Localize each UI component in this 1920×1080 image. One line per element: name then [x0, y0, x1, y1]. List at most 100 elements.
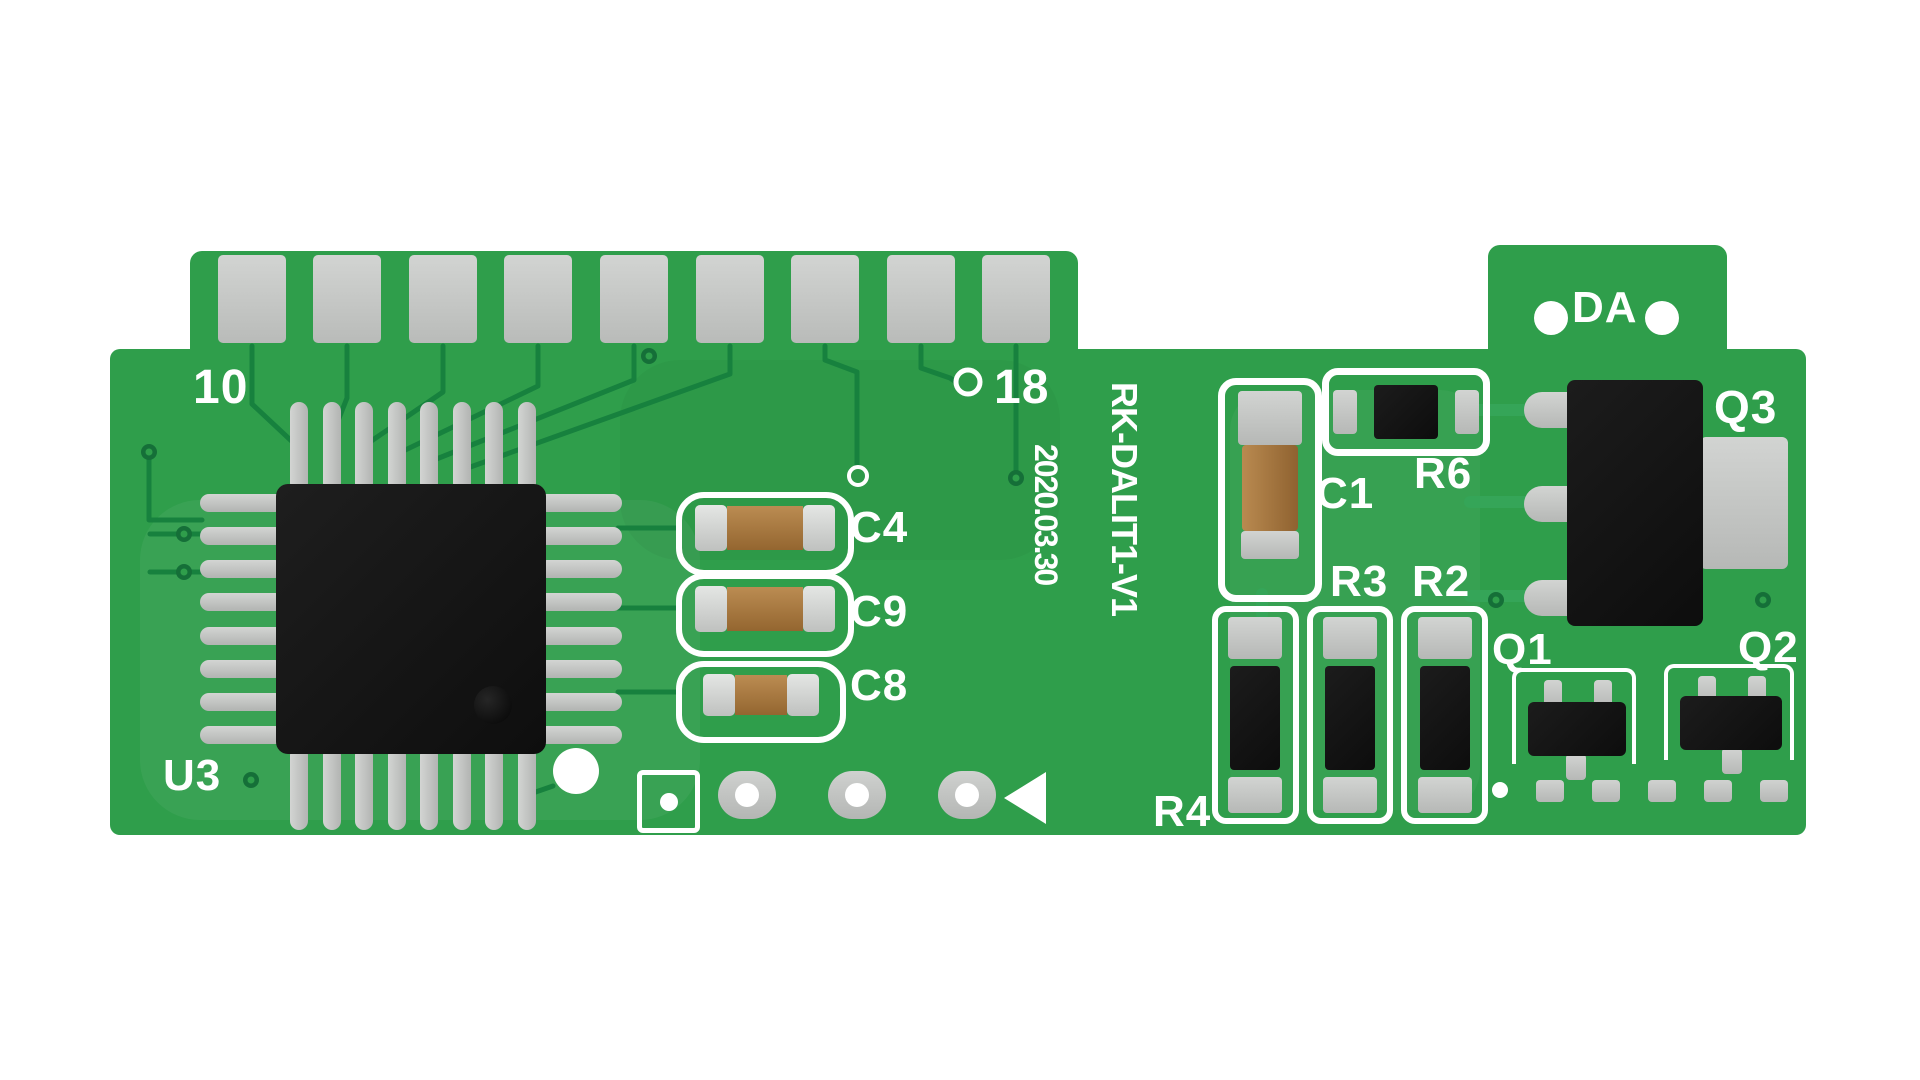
smd-pad	[1648, 780, 1676, 802]
chip-pin	[452, 402, 471, 492]
transistor-tab	[1700, 437, 1788, 569]
capacitor-terminal	[803, 505, 835, 551]
chip-pin	[452, 746, 471, 830]
da-hole	[1534, 301, 1568, 335]
transistor-lead	[1524, 580, 1570, 616]
capacitor-terminal	[1238, 391, 1302, 445]
resistor-terminal	[1333, 390, 1357, 434]
chip-pin	[485, 402, 504, 492]
silkscreen-label-date: 2020.03.30	[1028, 444, 1064, 585]
capacitor-terminal	[787, 674, 819, 716]
chip-pin	[538, 692, 622, 711]
chip-pin	[538, 494, 622, 512]
qfp-pins-top	[290, 402, 536, 492]
connector-pad	[599, 255, 668, 343]
through-hole-pad	[938, 771, 996, 819]
da-tab	[1488, 245, 1727, 361]
resistor-terminal	[1417, 777, 1472, 813]
chip-pin	[517, 402, 536, 492]
resistor-body	[1419, 666, 1470, 770]
pin1-marker	[474, 686, 512, 724]
fiducial-pad	[553, 748, 599, 794]
capacitor-body	[1242, 445, 1298, 531]
qfp-pins-right	[538, 494, 622, 744]
qfp-pins-bottom	[290, 746, 536, 830]
chip-pin	[387, 746, 406, 830]
transistor-q1	[1528, 702, 1626, 756]
resistor-body	[1374, 385, 1438, 439]
smd-pads	[1536, 780, 1788, 802]
chip-pin	[355, 746, 374, 830]
capacitor-c8	[676, 661, 846, 743]
smd-pad	[1760, 780, 1788, 802]
resistor-terminal	[1455, 390, 1479, 434]
smd-pad	[1536, 780, 1564, 802]
transistor-lead	[1566, 754, 1586, 780]
resistor-r6	[1322, 368, 1490, 456]
test-pad-square	[637, 770, 700, 833]
chip-pin	[517, 746, 536, 830]
silkscreen-label-q3: Q3	[1714, 381, 1778, 433]
resistor-body	[1230, 666, 1281, 770]
capacitor-terminal	[803, 586, 835, 632]
resistor-column	[1401, 606, 1489, 824]
capacitor-body	[727, 587, 803, 631]
resistor-terminal	[1323, 777, 1377, 813]
chip-pin	[322, 746, 341, 830]
transistor-q2-silkscreen	[1664, 664, 1794, 760]
chip-pin	[420, 746, 439, 830]
chip-pin	[420, 402, 439, 492]
connector-pad	[217, 255, 286, 343]
chip-pin	[322, 402, 341, 492]
silkscreen-label-r6: R6	[1414, 449, 1473, 498]
chip-pin	[290, 402, 308, 492]
resistor-terminal	[1228, 777, 1283, 813]
drill-hole	[955, 783, 979, 807]
smd-pad	[1704, 780, 1732, 802]
connector-pad	[695, 255, 764, 343]
connector-pad	[408, 255, 477, 343]
silkscreen-label-da: DA	[1572, 283, 1638, 332]
silkscreen-arrow	[1004, 772, 1046, 824]
qfp-chip-u3	[276, 484, 546, 754]
resistor-terminal	[1228, 617, 1283, 659]
resistor-column	[1306, 606, 1394, 824]
connector-pad	[313, 255, 382, 343]
silkscreen-label-r3: R3	[1330, 557, 1389, 606]
transistor-lead	[1524, 392, 1570, 428]
chip-pin	[200, 527, 284, 546]
transistor-lead	[1524, 486, 1570, 522]
capacitor-terminal	[1241, 531, 1299, 559]
connector-pad	[504, 255, 573, 343]
chip-pin	[538, 527, 622, 546]
through-hole-pads	[718, 771, 996, 819]
test-pad-hole	[659, 792, 678, 811]
silkscreen-label-model: RK-DALIT1-V1	[1104, 382, 1145, 617]
chip-pin	[200, 560, 284, 579]
chip-pin	[538, 659, 622, 678]
chip-pin	[538, 626, 622, 645]
chip-pin	[355, 402, 374, 492]
capacitor-terminal	[703, 674, 735, 716]
silkscreen-label-q2: Q2	[1738, 623, 1799, 672]
silkscreen-label-c1: C1	[1316, 469, 1375, 518]
chip-pin	[538, 560, 622, 579]
resistor-terminal	[1323, 617, 1377, 659]
resistor-terminal	[1417, 617, 1472, 659]
chip-pin	[200, 626, 284, 645]
connector-pad	[886, 255, 955, 343]
transistor-lead	[1722, 748, 1742, 774]
chip-pin	[200, 659, 284, 678]
chip-pin	[538, 593, 622, 612]
through-hole-pad	[718, 771, 776, 819]
silkscreen-label-c4: C4	[850, 503, 909, 552]
transistor-q1-silkscreen	[1512, 668, 1636, 764]
resistor-column	[1212, 606, 1299, 824]
qfp-pins-left	[200, 494, 284, 744]
connector-pad	[982, 255, 1051, 343]
chip-pin	[200, 725, 284, 744]
connector-pad	[791, 255, 860, 343]
connector-pads	[190, 255, 1078, 345]
chip-pin	[200, 692, 284, 711]
